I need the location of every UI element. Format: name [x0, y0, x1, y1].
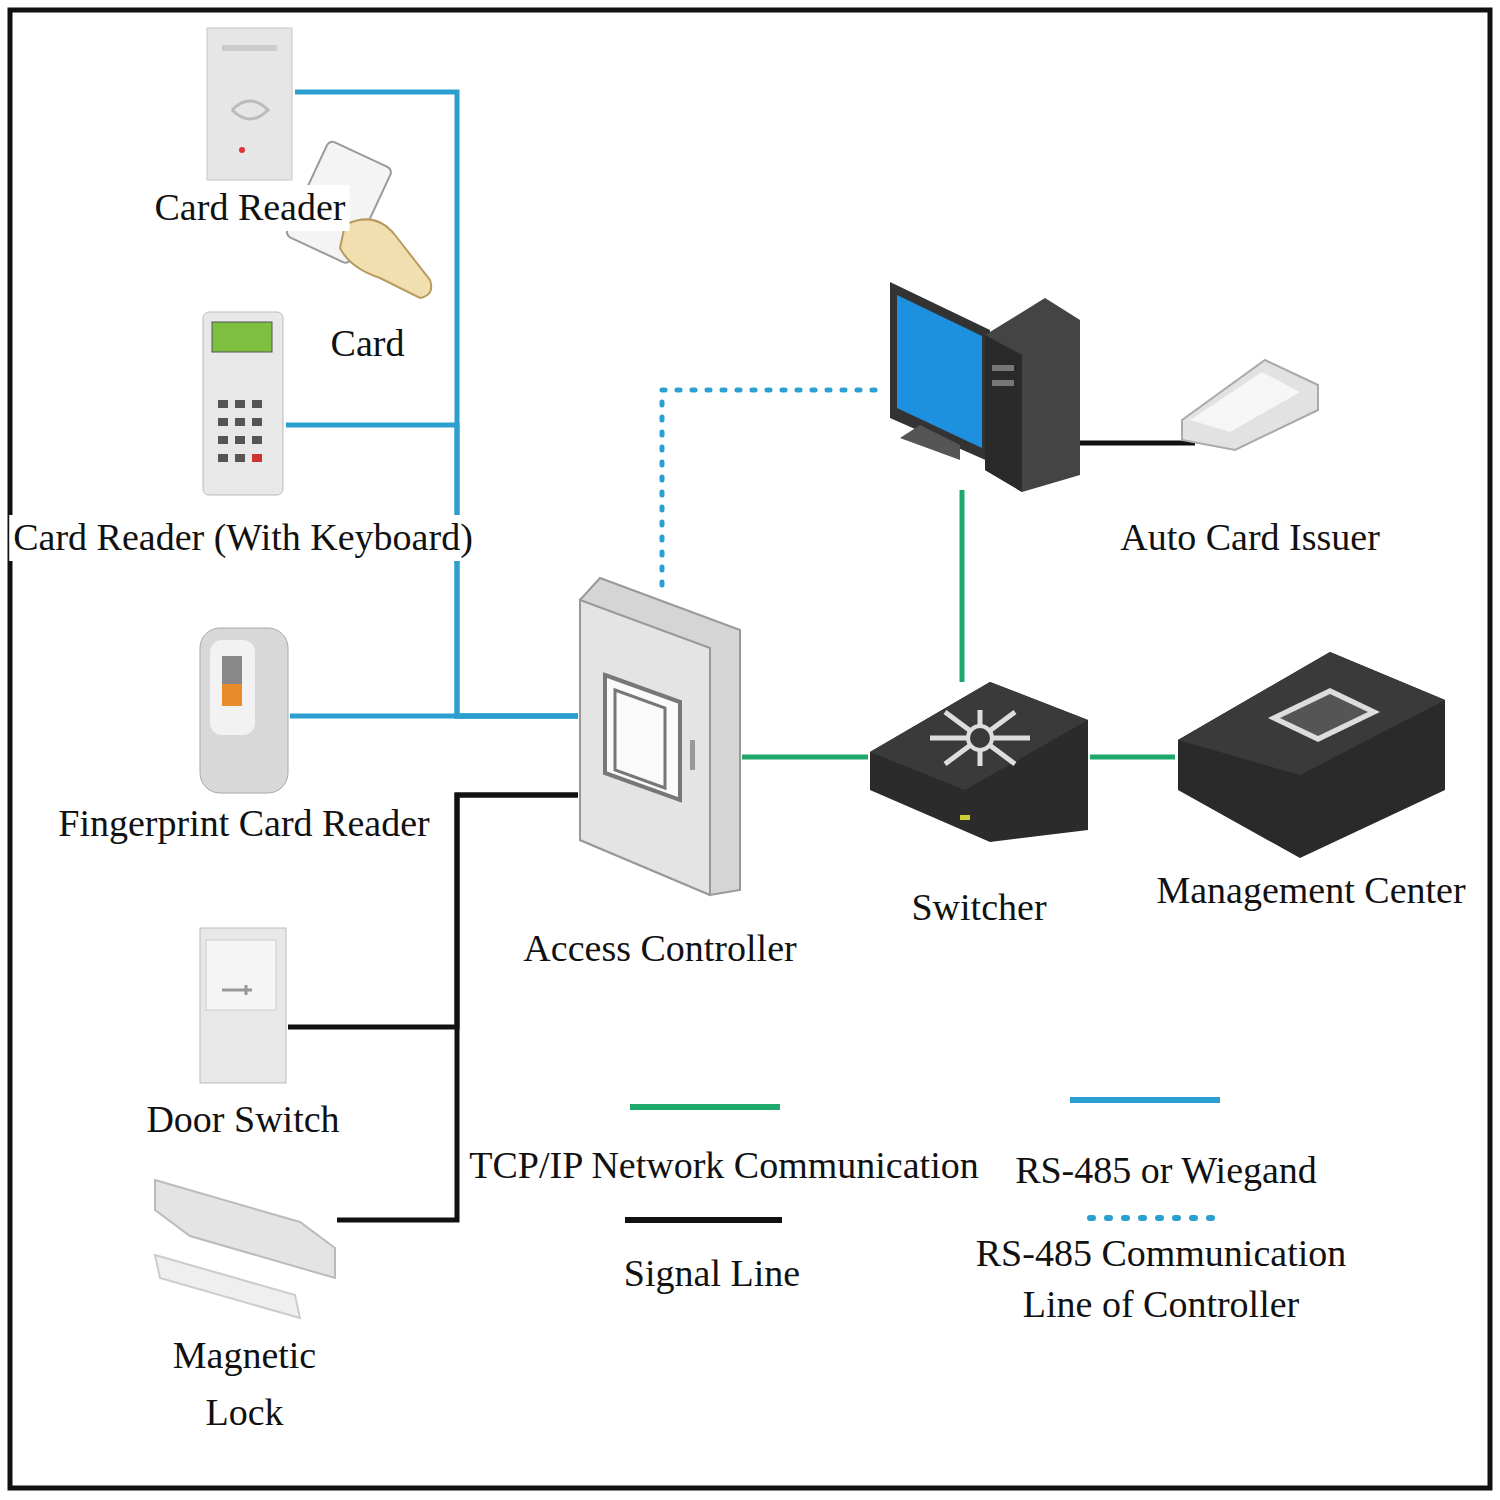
tcp-wire — [960, 490, 965, 682]
legend-sample — [1090, 1215, 1212, 1221]
computer-icon — [890, 282, 1080, 492]
legend-text: TCP/IP Network Communication — [460, 1140, 988, 1191]
card-issuer-icon — [1182, 360, 1318, 450]
device-label: Fingerprint Card Reader — [54, 801, 433, 847]
connector — [1090, 755, 1175, 760]
door-switch: Door Switch — [198, 925, 288, 1085]
card-reader: Card Reader — [205, 26, 295, 181]
network-switch-icon — [870, 682, 1088, 842]
rs485-dotted-wire — [662, 390, 880, 585]
device-label: Card — [327, 321, 409, 367]
frame — [10, 10, 1490, 1488]
fingerprint-reader-icon — [200, 628, 288, 793]
device-label: Card Reader — [151, 185, 350, 231]
device-label: Door Switch — [142, 1097, 343, 1143]
management-center: Management Center — [1175, 650, 1447, 862]
device-label: Management Center — [1152, 868, 1469, 914]
magnetic-lock-icon — [155, 1180, 335, 1318]
legend-text: RS-485 or Wiegand — [992, 1145, 1340, 1196]
device-label: Auto Card Issuer — [1116, 515, 1384, 561]
connector — [286, 425, 578, 716]
fingerprint-reader: Fingerprint Card Reader — [198, 625, 290, 797]
connector — [290, 714, 578, 719]
magnetic-lock: Magnetic Lock — [152, 1176, 337, 1321]
keypad-reader-icon — [203, 312, 283, 495]
legend-text: Signal Line — [558, 1248, 866, 1299]
server-icon — [1178, 652, 1445, 858]
legend-sample — [630, 1104, 780, 1110]
legend-text: RS-485 Communication Line of Controller — [967, 1228, 1355, 1331]
switcher: Switcher — [868, 680, 1090, 845]
card: Card — [300, 140, 435, 305]
device-label: Access Controller — [519, 926, 800, 972]
connector — [742, 755, 868, 760]
access-controller: Access Controller — [578, 575, 742, 898]
card-reader-icon — [207, 28, 292, 180]
controller-cabinet-icon — [580, 578, 740, 895]
auto-card-issuer: Auto Card Issuer — [1180, 355, 1320, 455]
exit-button-icon — [200, 928, 286, 1083]
usb-wire — [1080, 441, 1195, 446]
device-label: Switcher — [907, 885, 1050, 931]
legend-sample — [625, 1217, 782, 1223]
device-label: Magnetic Lock — [146, 1327, 344, 1441]
device-label: Card Reader (With Keyboard) — [9, 515, 477, 561]
legend-sample — [1070, 1097, 1220, 1103]
keypad-card-reader: Card Reader (With Keyboard) — [200, 310, 286, 497]
